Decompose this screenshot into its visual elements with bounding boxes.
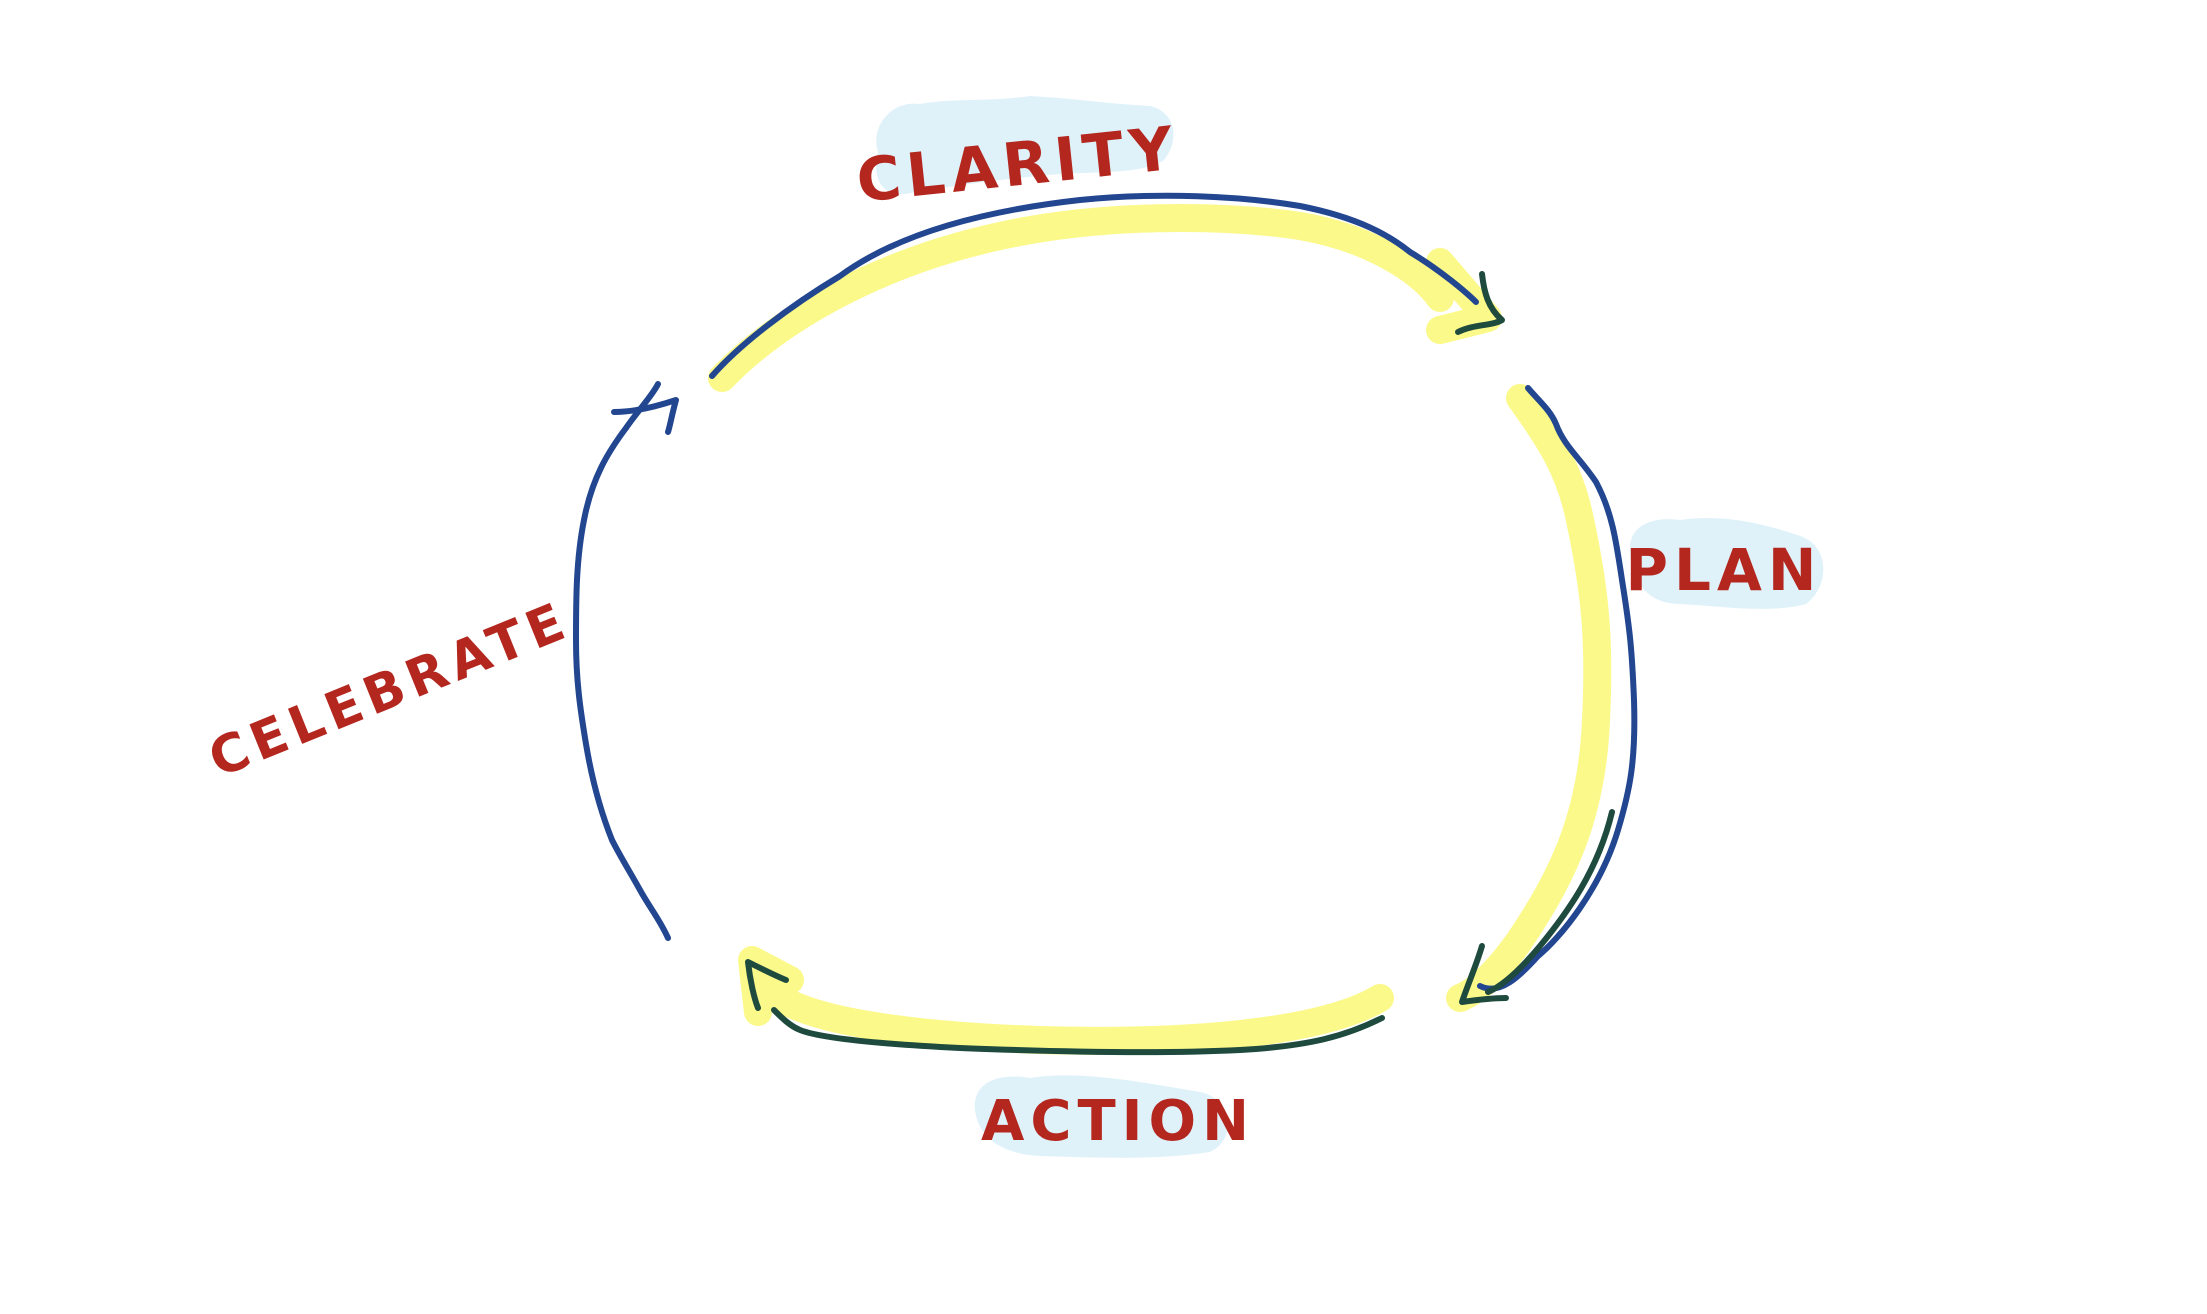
highlighter-strokes <box>708 203 1612 1055</box>
ink-arrows <box>573 192 1638 1056</box>
arrowhead-celebrate-to-clarity <box>611 397 679 435</box>
arrowhead-plan-to-action <box>1459 943 1509 1005</box>
step-label-plan: PLAN <box>1626 536 1823 604</box>
clarity-highlight <box>876 96 1174 195</box>
label-highlights <box>876 96 1824 1158</box>
step-label-action: ACTION <box>981 1089 1255 1154</box>
action-highlight <box>974 1075 1229 1158</box>
highlighter-action-arc <box>756 976 1394 1055</box>
arrow-plan-to-action <box>1477 385 1638 992</box>
arrow-plan-to-action-tail <box>1485 809 1615 995</box>
highlighter-plan-arc <box>1446 384 1612 1012</box>
step-label-celebrate: CELEBRATE <box>201 591 579 790</box>
arrow-celebrate-to-clarity <box>573 381 671 941</box>
arrowhead-clarity-to-plan <box>1455 271 1505 335</box>
arrow-action-to-celebrate <box>771 1007 1385 1056</box>
plan-highlight <box>1630 517 1824 609</box>
arrow-clarity-to-plan <box>709 192 1479 379</box>
arrowhead-action-to-celebrate <box>745 959 789 1011</box>
highlighter-clarity-arc <box>708 203 1454 392</box>
step-labels: CLARITY PLAN ACTION CELEBRATE <box>201 113 1823 1154</box>
